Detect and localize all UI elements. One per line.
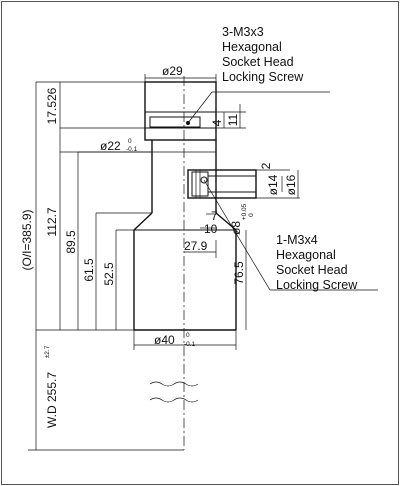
dim-27-9: 27.9 — [184, 239, 208, 253]
dim-11: 11 — [226, 113, 240, 126]
top-screw-line2: Hexagonal — [222, 40, 282, 54]
top-screw-line1: 3-M3x3 — [222, 25, 264, 39]
dim-61-5: 61.5 — [82, 258, 96, 282]
dim-d16: ø16 — [284, 174, 298, 195]
dim-10: 10 — [204, 222, 218, 236]
dim-d40-tol-low: -0.1 — [184, 341, 196, 348]
top-screw-callout: 3-M3x3 Hexagonal Socket Head Locking Scr… — [222, 25, 304, 84]
side-port — [187, 169, 257, 199]
side-screw-line1: 1-M3x4 — [276, 233, 318, 247]
top-screw-line4: Locking Screw — [222, 70, 304, 84]
dim-4: 4 — [210, 119, 224, 126]
dim-52-5: 52.5 — [102, 262, 116, 286]
dim-112-7: 112.7 — [45, 207, 59, 236]
dim-17-526: 17.526 — [45, 87, 59, 124]
dim-oi: (O/I=385.9) — [20, 209, 34, 270]
side-screw-line3: Socket Head — [276, 263, 348, 277]
lens-head — [144, 81, 217, 141]
dim-wd: W.D 255.7 — [45, 372, 59, 428]
top-screw-leader — [187, 91, 330, 124]
side-screw-callout: 1-M3x4 Hexagonal Socket Head Locking Scr… — [276, 233, 358, 292]
dimension-lines — [28, 74, 378, 451]
dim-d8-tol-low: 0 — [248, 213, 255, 217]
side-screw-leader — [203, 179, 378, 291]
dim-d8: ø8 — [229, 221, 243, 235]
dim-2: 2 — [259, 162, 273, 169]
lens-body — [133, 81, 237, 331]
side-screw-line2: Hexagonal — [276, 248, 336, 262]
dim-wd-tol: ±2.7 — [44, 345, 51, 358]
top-screw-line3: Socket Head — [222, 55, 294, 69]
dim-d40: ø40 — [154, 333, 175, 347]
dim-d22-tol-low: -0.1 — [126, 146, 138, 153]
dim-d29: ø29 — [162, 64, 183, 78]
dim-d22: ø22 — [100, 139, 121, 153]
dim-89-5: 89.5 — [64, 230, 78, 254]
dim-d14: ø14 — [266, 174, 280, 195]
side-screw-line4: Locking Screw — [276, 278, 358, 292]
dim-d22-tol-up: 0 — [128, 138, 132, 145]
top-screw-recess — [149, 116, 201, 128]
dim-d40-tol-up: 0 — [186, 332, 190, 339]
dim-7: 7 — [211, 209, 218, 223]
dim-76-5: 76.5 — [232, 261, 246, 285]
dim-d8-tol-up: +0.05 — [241, 203, 248, 220]
dimension-labels: ø29 ø22 0 -0.1 ø40 0 -0.1 4 11 2 ø14 ø16… — [20, 64, 298, 428]
